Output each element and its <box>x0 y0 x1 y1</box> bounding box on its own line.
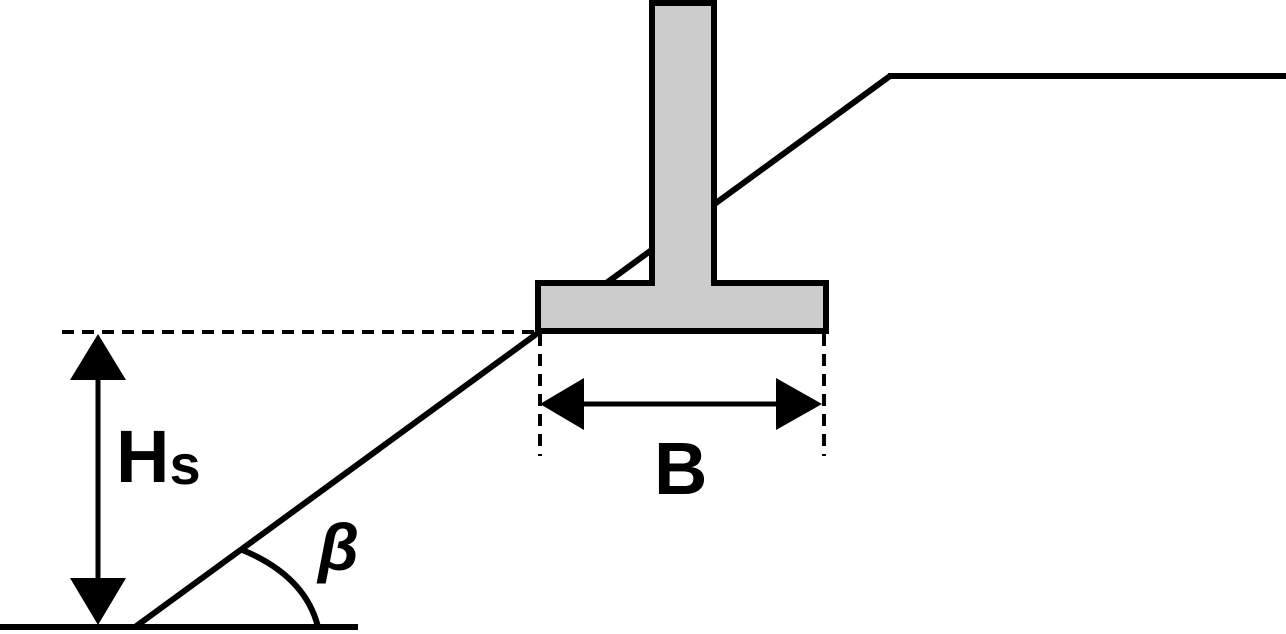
stem-joint-cover <box>655 280 711 288</box>
slope-height-label: Hs <box>116 415 201 498</box>
footing-stem <box>649 0 717 289</box>
slope-angle-label: β <box>316 510 359 584</box>
arrow-up-icon <box>70 334 126 380</box>
footing-base <box>535 280 829 334</box>
arrow-down-icon <box>70 578 126 625</box>
arrow-right-icon <box>776 378 822 430</box>
slope-height-dimension <box>70 334 126 625</box>
arrow-left-icon <box>540 378 584 430</box>
footing-width-label: B <box>654 427 707 510</box>
footing-width-dimension <box>538 334 826 456</box>
slope-face-line <box>133 73 892 630</box>
slope-angle-arc <box>238 546 321 628</box>
